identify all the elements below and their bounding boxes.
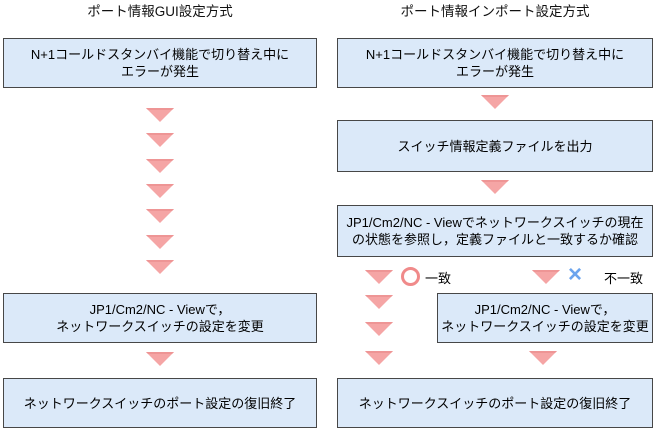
right-done-box: ネットワークスイッチのポート設定の復旧終了 <box>337 378 653 428</box>
flow-arrow-icon <box>481 180 509 194</box>
right-change-box-line2: ネットワークスイッチの設定を変更 <box>441 319 649 334</box>
left-error-box-line1: N+1コールドスタンバイ機能で切り替え中に <box>30 47 290 62</box>
left-error-box: N+1コールドスタンバイ機能で切り替え中に エラーが発生 <box>3 38 317 88</box>
right-export-box: スイッチ情報定義ファイルを出力 <box>337 120 653 172</box>
right-error-box: N+1コールドスタンバイ機能で切り替え中に エラーが発生 <box>337 38 653 88</box>
flow-arrow-icon <box>146 260 174 274</box>
right-check-box-line2: の状態を参照し，定義ファイルと一致するか確認 <box>351 232 638 247</box>
left-change-box-line2: ネットワークスイッチの設定を変更 <box>56 319 264 334</box>
right-check-box: JP1/Cm2/NC - Viewでネットワークスイッチの現在 の状態を参照し，… <box>337 205 653 257</box>
right-export-box-label: スイッチ情報定義ファイルを出力 <box>397 138 593 154</box>
left-flow-title: ポート情報GUI設定方式 <box>87 4 233 19</box>
left-change-box: JP1/Cm2/NC - Viewで， ネットワークスイッチの設定を変更 <box>3 293 317 343</box>
left-error-box-line2: エラーが発生 <box>120 64 199 79</box>
flow-arrow-icon <box>146 352 174 366</box>
flow-arrow-icon <box>146 235 174 249</box>
left-done-box-label: ネットワークスイッチのポート設定の復旧終了 <box>23 395 297 411</box>
right-change-box: JP1/Cm2/NC - Viewで， ネットワークスイッチの設定を変更 <box>437 293 653 343</box>
mismatch-x-icon: × <box>568 261 583 288</box>
right-change-box-line1: JP1/Cm2/NC - Viewで， <box>474 302 616 317</box>
flow-arrow-icon <box>146 184 174 198</box>
right-flow-title: ポート情報インポート設定方式 <box>400 4 590 19</box>
flow-arrow-icon <box>146 108 174 122</box>
flow-arrow-icon <box>146 159 174 173</box>
match-circle-icon <box>401 267 420 286</box>
right-error-box-line1: N+1コールドスタンバイ機能で切り替え中に <box>365 47 625 62</box>
flow-arrow-icon <box>146 133 174 147</box>
left-done-box: ネットワークスイッチのポート設定の復旧終了 <box>3 378 317 428</box>
flow-arrow-icon <box>529 351 557 365</box>
match-label: 一致 <box>425 271 452 286</box>
right-check-box-line1: JP1/Cm2/NC - Viewでネットワークスイッチの現在 <box>346 215 644 230</box>
left-change-box-line1: JP1/Cm2/NC - Viewで， <box>89 302 231 317</box>
flow-arrow-icon <box>365 322 393 336</box>
flow-arrow-icon <box>365 295 393 309</box>
flow-arrow-icon <box>146 209 174 223</box>
mismatch-label: 不一致 <box>604 271 644 286</box>
flow-arrow-icon <box>532 270 560 284</box>
right-done-box-label: ネットワークスイッチのポート設定の復旧終了 <box>358 395 632 411</box>
right-error-box-line2: エラーが発生 <box>455 64 534 79</box>
flow-arrow-icon <box>365 351 393 365</box>
flow-arrow-icon <box>365 270 393 284</box>
flow-arrow-icon <box>481 95 509 109</box>
